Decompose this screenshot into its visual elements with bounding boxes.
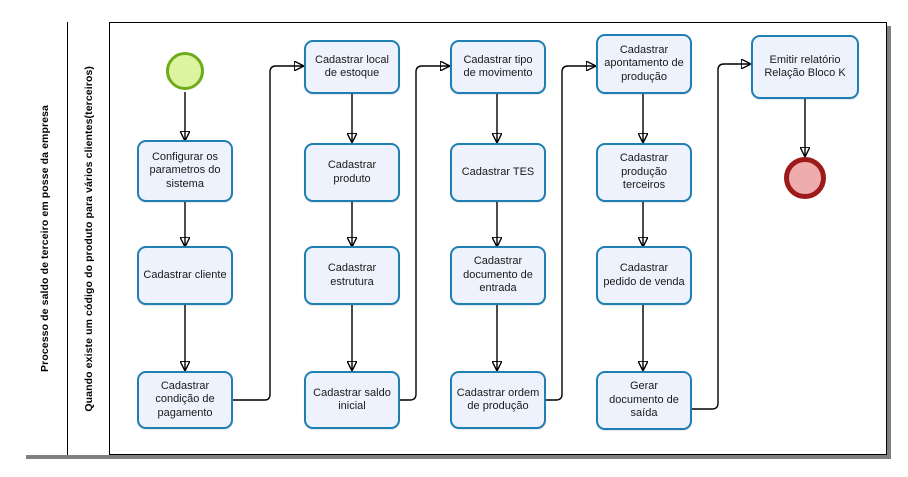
task-cadastrar-tipo-movimento[interactable]: Cadastrar tipo de movimento <box>450 40 546 94</box>
task-cadastrar-documento-entrada[interactable]: Cadastrar documento de entrada <box>450 246 546 305</box>
end-event-icon[interactable] <box>784 157 826 199</box>
task-cadastrar-condicao-pagamento[interactable]: Cadastrar condição de pagamento <box>137 371 233 429</box>
task-configurar-parametros[interactable]: Configurar os parametros do sistema <box>137 140 233 202</box>
task-label: Cadastrar pedido de venda <box>603 262 685 288</box>
task-label: Cadastrar produção terceiros <box>619 152 669 192</box>
task-cadastrar-saldo-inicial[interactable]: Cadastrar saldo inicial <box>304 371 400 429</box>
task-cadastrar-ordem-producao[interactable]: Cadastrar ordem de produção <box>450 371 546 429</box>
task-label: Cadastrar local de estoque <box>315 53 389 79</box>
task-cadastrar-produto[interactable]: Cadastrar produto <box>304 143 400 202</box>
task-label: Cadastrar tipo de movimento <box>463 53 533 79</box>
pool-header: Processo de saldo de terceiro em posse d… <box>22 22 68 455</box>
task-label: Cadastrar estrutura <box>327 262 377 288</box>
task-label: Cadastrar cliente <box>143 268 227 281</box>
task-cadastrar-apontamento-producao[interactable]: Cadastrar apontamento de produção <box>596 34 692 94</box>
lane-header-label: Quando existe um código do produto para … <box>82 65 95 412</box>
task-label: Cadastrar apontamento de produção <box>604 43 684 83</box>
task-cadastrar-pedido-venda[interactable]: Cadastrar pedido de venda <box>596 246 692 305</box>
pool-shadow-right <box>887 26 891 459</box>
pool-shadow-bottom <box>26 455 891 459</box>
task-cadastrar-producao-terceiros[interactable]: Cadastrar produção terceiros <box>596 143 692 202</box>
task-label: Cadastrar saldo inicial <box>313 386 391 412</box>
task-label: Cadastrar TES <box>461 165 535 178</box>
task-label: Cadastrar ordem de produção <box>456 386 540 412</box>
pool-header-label: Processo de saldo de terceiro em posse d… <box>38 105 51 372</box>
task-label: Gerar documento de saída <box>609 380 679 420</box>
task-label: Cadastrar produto <box>327 159 377 185</box>
task-gerar-documento-saida[interactable]: Gerar documento de saída <box>596 371 692 430</box>
task-cadastrar-tes[interactable]: Cadastrar TES <box>450 143 546 202</box>
start-event-icon[interactable] <box>166 52 204 90</box>
task-cadastrar-estrutura[interactable]: Cadastrar estrutura <box>304 246 400 305</box>
lane-header: Quando existe um código do produto para … <box>68 22 110 455</box>
task-label: Cadastrar documento de entrada <box>463 255 533 295</box>
task-label: Configurar os parametros do sistema <box>149 150 221 190</box>
task-label: Emitir relatório Relação Bloco K <box>764 53 846 79</box>
task-label: Cadastrar condição de pagamento <box>155 379 215 419</box>
task-cadastrar-local-estoque[interactable]: Cadastrar local de estoque <box>304 40 400 94</box>
task-emitir-relatorio-bloco-k[interactable]: Emitir relatório Relação Bloco K <box>751 35 859 99</box>
task-cadastrar-cliente[interactable]: Cadastrar cliente <box>137 246 233 305</box>
